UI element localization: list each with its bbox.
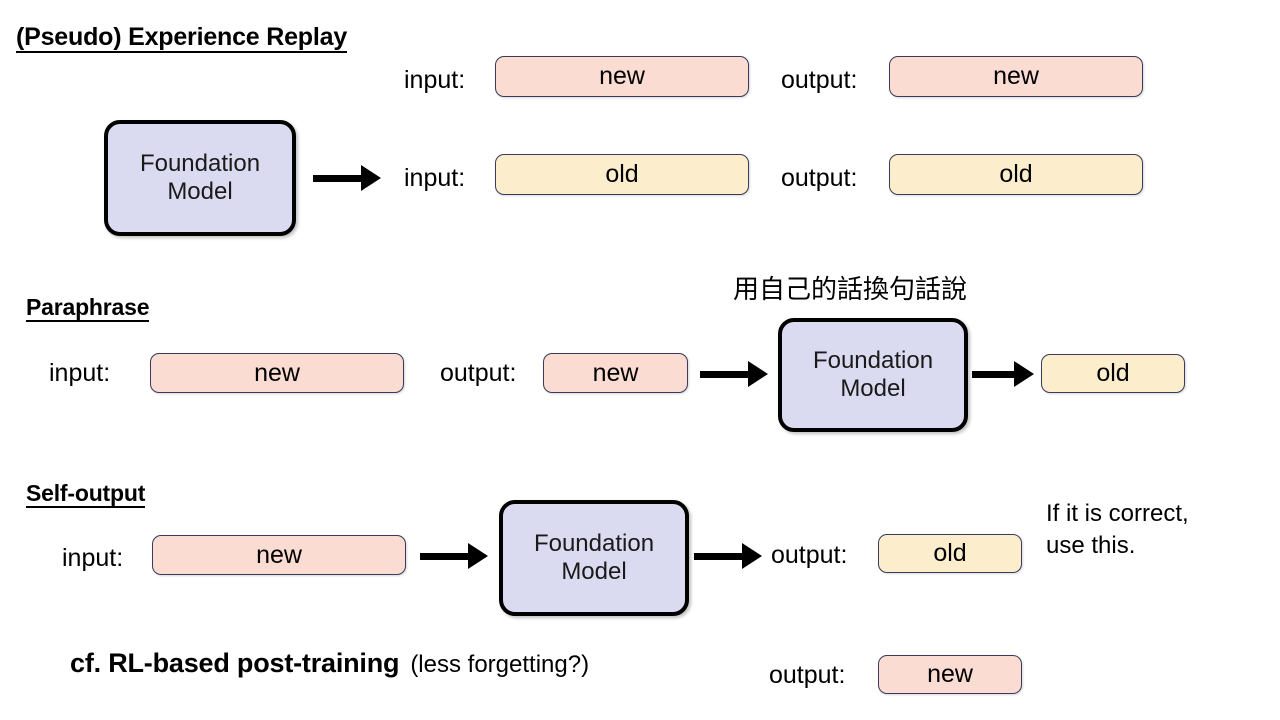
replay-row-2-output-label: output: [781,164,858,192]
footer-output-label: output: [769,661,846,689]
foundation-model-label-line1: Foundation [533,529,655,557]
paraphrase-input-chip: new [150,353,404,393]
arrow-shaft [420,552,469,560]
chip-value: old [933,539,967,567]
footer-output-chip: new [878,655,1022,694]
paraphrase-input-label: input: [49,359,111,387]
foundation-model-box-replay: Foundation Model [104,120,296,236]
arrow-head [468,543,488,569]
footer-paren-text: (less forgetting?) [410,651,590,678]
arrow-head [361,165,381,191]
footer-note: cf. RL-based post-training (less forgett… [70,648,589,679]
replay-row-1-output-label: output: [781,66,858,94]
arrow-shaft [694,552,743,560]
page-title: (Pseudo) Experience Replay [16,24,347,54]
paraphrase-chinese-note: 用自己的話換句話說 [733,275,968,305]
side-note-line-1: If it is correct, [1046,500,1189,527]
foundation-model-label-line1: Foundation [139,149,261,177]
replay-row-1-output-chip: new [889,56,1143,97]
chip-value: new [927,660,973,688]
chip-value: old [999,160,1033,188]
self-output-output-label: output: [771,541,848,569]
self-output-input-label: input: [62,544,124,572]
side-note-line-2: use this. [1046,531,1136,559]
arrow-model-to-output-self-output [694,543,762,569]
arrow-head [1014,361,1034,387]
replay-row-2-output-chip: old [889,154,1143,195]
arrow-model-to-rows [313,165,381,191]
foundation-model-label-line2: Model [561,558,627,585]
chip-value: new [256,540,302,569]
replay-row-1-input-chip: new [495,56,749,97]
self-output-input-chip: new [152,535,406,575]
section-heading-self-output: Self-output [26,481,145,509]
footer-bold-text: cf. RL-based post-training [70,648,400,678]
foundation-model-box-paraphrase: Foundation Model [778,318,968,432]
chip-value: new [592,358,639,387]
arrow-model-to-paraphrase-result [972,361,1034,387]
foundation-model-label-line2: Model [840,375,906,402]
self-output-side-note: If it is correct, use this. [1046,498,1189,561]
chip-value: new [993,62,1039,90]
self-output-output-chip: old [878,534,1022,573]
paraphrase-output-chip: new [543,353,688,393]
arrow-head [742,543,762,569]
section-heading-paraphrase: Paraphrase [26,295,150,323]
chip-value: new [254,358,300,387]
arrow-input-to-model-self-output [420,543,488,569]
replay-row-2-input-label: input: [404,164,466,192]
replay-row-2-input-chip: old [495,154,749,195]
arrow-shaft [313,174,362,182]
foundation-model-box-self-output: Foundation Model [499,500,689,616]
arrow-shaft [972,370,1015,378]
chip-value: old [1096,359,1130,387]
arrow-shaft [700,370,749,378]
paraphrase-output-label: output: [440,359,517,387]
replay-row-1-input-label: input: [404,66,466,94]
arrow-paraphrase-to-model [700,361,768,387]
foundation-model-label-line2: Model [167,178,233,205]
foundation-model-label-line1: Foundation [812,346,934,374]
paraphrase-result-chip: old [1041,354,1185,393]
chip-value: old [605,160,639,188]
arrow-head [748,361,768,387]
chip-value: new [599,62,645,90]
